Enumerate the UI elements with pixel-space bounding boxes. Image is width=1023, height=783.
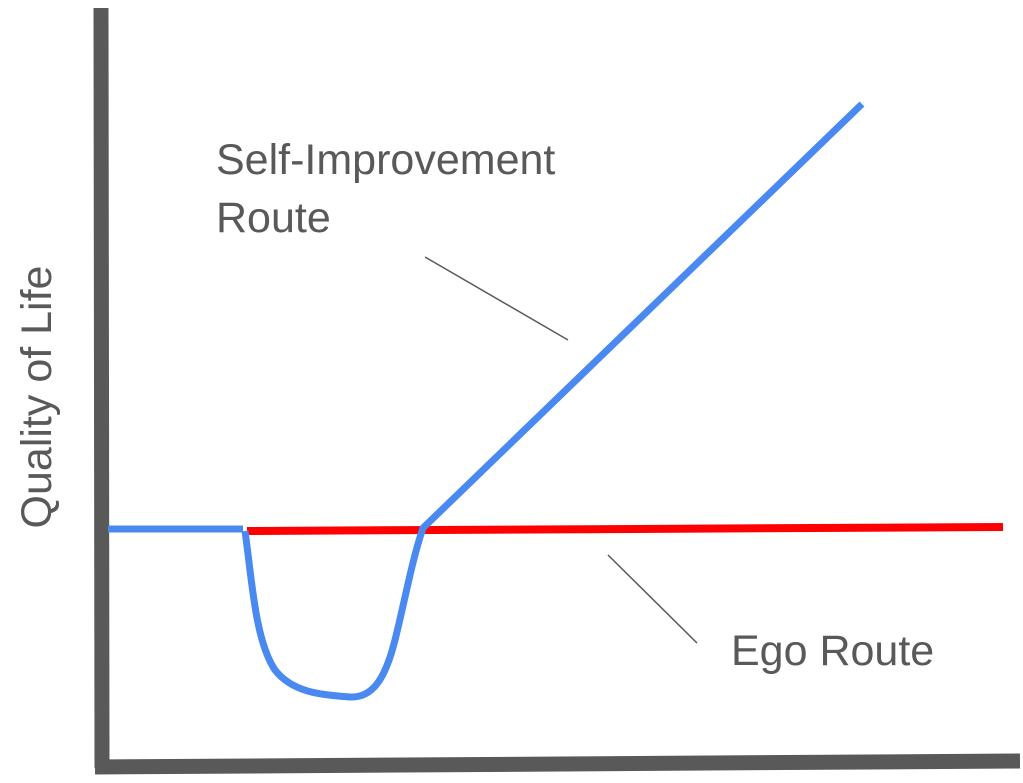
x-axis: [94, 753, 1021, 775]
ego-route-label: Ego Route: [731, 627, 934, 675]
self-improvement-label-line2: Route: [216, 194, 331, 242]
ego-route-line: [246, 523, 1004, 535]
self-improvement-pointer: [424, 256, 569, 341]
ego-route-pointer: [607, 554, 698, 644]
y-axis-label: Quality of Life: [13, 266, 61, 529]
self-improvement-label-line1: Self-Improvement: [216, 136, 555, 184]
self-improvement-route-line: [108, 101, 865, 701]
y-axis: [93, 7, 110, 769]
